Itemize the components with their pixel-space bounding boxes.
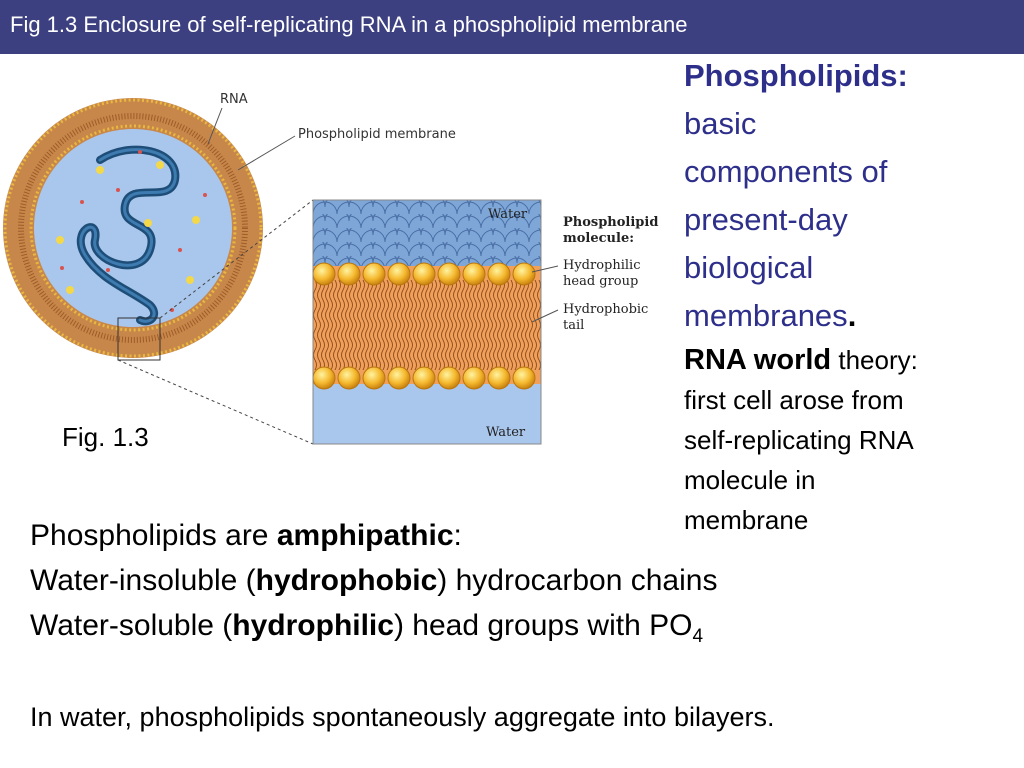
heading-line-2: components of (684, 154, 888, 189)
head-group (437, 366, 461, 390)
cell-interior (34, 129, 232, 327)
nucleotide (66, 286, 74, 294)
nucleotide (96, 166, 104, 174)
title-bar: Fig 1.3 Enclosure of self-replicating RN… (0, 0, 1024, 54)
head-group (337, 366, 361, 390)
heading-last-word: membranes (684, 298, 848, 333)
label-head-line1: Hydrophilic (563, 258, 641, 273)
main-text: Phospholipids are amphipathic: Water-ins… (30, 513, 717, 659)
head-group (362, 366, 386, 390)
zoom-box (117, 317, 161, 361)
membrane-figure: RNA Phospholipid membrane (3, 92, 658, 445)
rna-world-line: RNA world theory: (684, 340, 1020, 380)
nucleotides (56, 150, 207, 312)
membrane-tails (18, 113, 248, 343)
small-molecule (60, 266, 64, 270)
head-row-top (313, 262, 536, 286)
nucleotide (192, 216, 200, 224)
rna-line-4: membrane (684, 505, 809, 535)
small-molecule (178, 248, 182, 252)
head-group (313, 366, 336, 390)
zoom-line-bottom (117, 359, 314, 445)
leader-rna (207, 107, 223, 145)
head-group (313, 262, 336, 286)
rna-line-3: molecule in (684, 465, 816, 495)
main-line-2: Water-insoluble (hydrophobic) hydrocarbo… (30, 558, 717, 603)
label-membrane: Phospholipid membrane (298, 127, 456, 142)
line2-bold: hydrophobic (255, 564, 438, 597)
zoom-line-top (159, 199, 314, 319)
footer-statement: In water, phospholipids spontaneously ag… (30, 702, 775, 732)
label-tail-line2: tail (563, 318, 584, 333)
slide-title: Fig 1.3 Enclosure of self-replicating RN… (10, 12, 688, 37)
line1-pre: Phospholipids are (30, 519, 277, 552)
heading-line-4: biological (684, 250, 814, 285)
rna-line-2: self-replicating RNA (684, 425, 914, 455)
head-group (337, 262, 361, 286)
label-molecule-line1: Phospholipid (563, 215, 658, 230)
head-group (462, 262, 486, 286)
sidebar-text: Phospholipids: basic components of prese… (684, 52, 1020, 540)
head-group (362, 262, 386, 286)
small-molecule (116, 188, 120, 192)
small-molecule (138, 150, 142, 154)
head-group (437, 262, 461, 286)
water-top-texture (313, 200, 541, 266)
hydrophobic-tails (313, 280, 541, 370)
line2-post: ) hydrocarbon chains (437, 564, 718, 597)
rna-strand-highlight (79, 148, 177, 323)
membrane-inner-heads (29, 124, 237, 332)
phospholipids-heading: Phospholipids: (684, 52, 1020, 100)
nucleotide (156, 161, 164, 169)
heading-line-3: present-day (684, 202, 848, 237)
label-water-bottom: Water (486, 425, 526, 440)
membrane-outer-heads (3, 98, 263, 358)
rna-world-bold: RNA world (684, 344, 832, 376)
head-group (387, 262, 411, 286)
nucleotide (144, 219, 152, 227)
heading-line-5: membranes. (684, 292, 1020, 340)
small-molecule (80, 200, 84, 204)
rna-line-1: first cell arose from (684, 385, 904, 415)
small-molecule (203, 193, 207, 197)
head-group (387, 366, 411, 390)
label-rna: RNA (220, 92, 248, 107)
nucleotide (186, 276, 194, 284)
line1-post: : (453, 519, 462, 552)
line3-post: ) head groups with PO (393, 609, 693, 642)
head-group (412, 366, 436, 390)
nucleotide (56, 236, 64, 244)
head-group (462, 366, 486, 390)
line3-pre: Water-soluble ( (30, 609, 233, 642)
cell-diagram (3, 98, 263, 361)
head-group (412, 262, 436, 286)
head-group (512, 262, 536, 286)
rna-world-rest: theory: (831, 345, 918, 375)
line3-bold: hydrophilic (232, 609, 394, 642)
figure-caption: Fig. 1.3 (62, 422, 149, 452)
phospholipids-heading-bold: Phospholipids: (684, 58, 908, 93)
leader-membrane (237, 135, 296, 171)
line1-bold: amphipathic (276, 519, 454, 552)
leader-head (531, 265, 559, 273)
main-line-1: Phospholipids are amphipathic: (30, 513, 717, 558)
head-group (487, 262, 511, 286)
water-bottom-region (313, 384, 541, 444)
heading-period: . (847, 298, 857, 333)
leader-tail (531, 309, 559, 323)
head-row-bottom (313, 366, 536, 390)
line3-subscript: 4 (692, 626, 704, 647)
small-molecule (106, 268, 110, 272)
bilayer-section (313, 200, 541, 444)
head-group (512, 366, 536, 390)
head-group (487, 366, 511, 390)
label-water-top: Water (488, 207, 528, 222)
label-head-line2: head group (563, 274, 638, 289)
line2-pre: Water-insoluble ( (30, 564, 256, 597)
main-line-3: Water-soluble (hydrophilic) head groups … (30, 603, 717, 659)
label-tail-line1: Hydrophobic (563, 302, 648, 317)
label-molecule-line2: molecule: (563, 231, 634, 246)
heading-line-1: basic (684, 106, 757, 141)
section-frame (312, 199, 542, 445)
